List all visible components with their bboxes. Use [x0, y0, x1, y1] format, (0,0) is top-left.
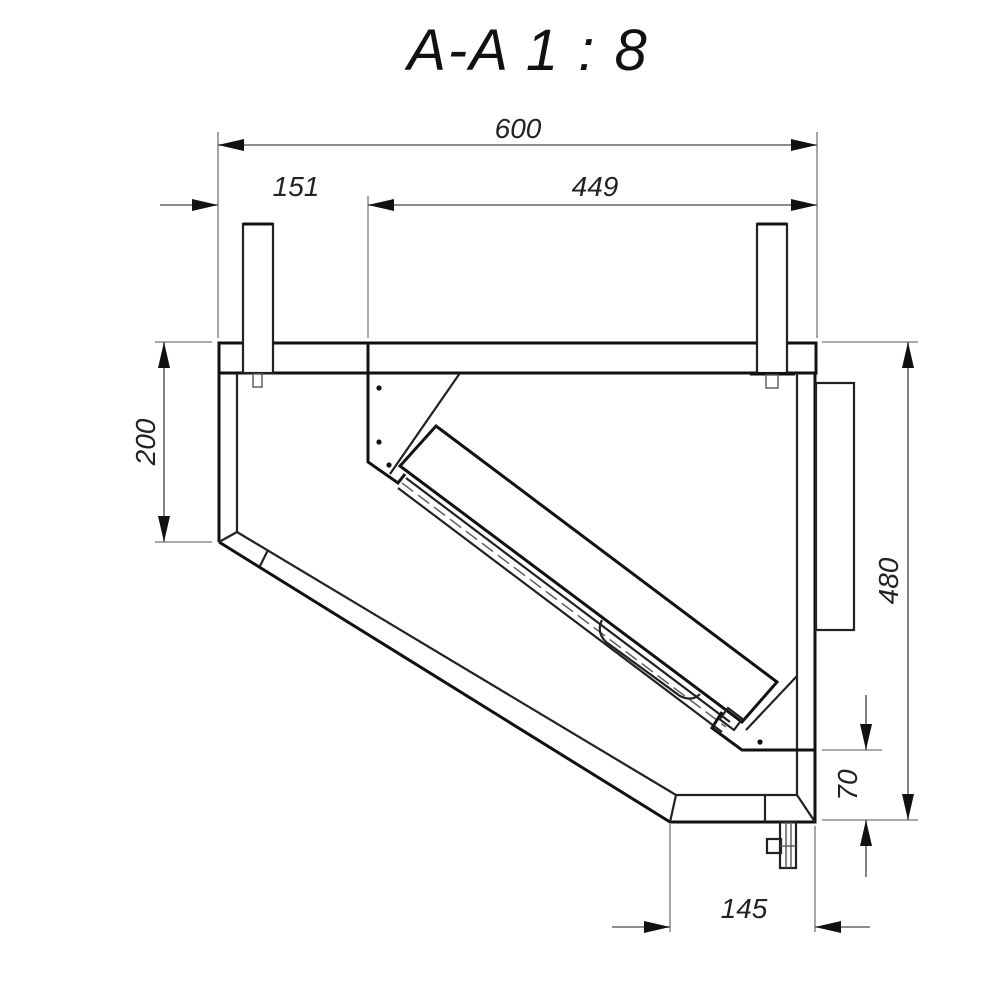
- hood-body: [217, 341, 856, 824]
- top-rail: [217, 341, 818, 375]
- mounting-post-right: [750, 222, 795, 389]
- arrow-icon: [368, 199, 394, 211]
- dim-label-70: 70: [832, 769, 863, 801]
- dim-label-480: 480: [873, 557, 904, 604]
- grease-filter: [397, 423, 780, 733]
- mounting-post-left: [241, 222, 275, 388]
- dimension-bottom-step: 70: [822, 695, 882, 877]
- arrow-icon: [860, 724, 872, 750]
- dimension-overall-width: 600: [217, 113, 818, 338]
- dimension-left-offset: 151: [160, 171, 369, 338]
- filter-bracket-lower: [709, 675, 815, 752]
- dim-label-449: 449: [572, 171, 619, 202]
- arrow-icon: [158, 516, 170, 542]
- arrow-icon: [902, 794, 914, 820]
- dimension-front-height: 200: [130, 341, 212, 543]
- arrow-icon: [158, 342, 170, 368]
- dim-label-145: 145: [721, 893, 768, 924]
- filter-bracket-upper: [366, 372, 461, 486]
- dim-label-200: 200: [130, 418, 161, 466]
- arrow-icon: [218, 139, 244, 151]
- dimension-bottom-depth: 145: [612, 824, 870, 933]
- side-box: [814, 381, 856, 632]
- arrow-icon: [815, 921, 841, 933]
- arrow-icon: [791, 199, 817, 211]
- dim-label-600: 600: [495, 113, 542, 144]
- arrow-icon: [192, 199, 218, 211]
- arrow-icon: [860, 820, 872, 846]
- drain-valve: [765, 820, 798, 870]
- dimension-overall-height: 480: [822, 341, 918, 821]
- arrow-icon: [902, 342, 914, 368]
- arrow-icon: [791, 139, 817, 151]
- arrow-icon: [644, 921, 670, 933]
- dim-label-151: 151: [273, 171, 320, 202]
- dimension-right-span: 449: [368, 171, 817, 211]
- filter-handle: [598, 619, 701, 700]
- view-title: A-A 1 : 8: [404, 18, 649, 83]
